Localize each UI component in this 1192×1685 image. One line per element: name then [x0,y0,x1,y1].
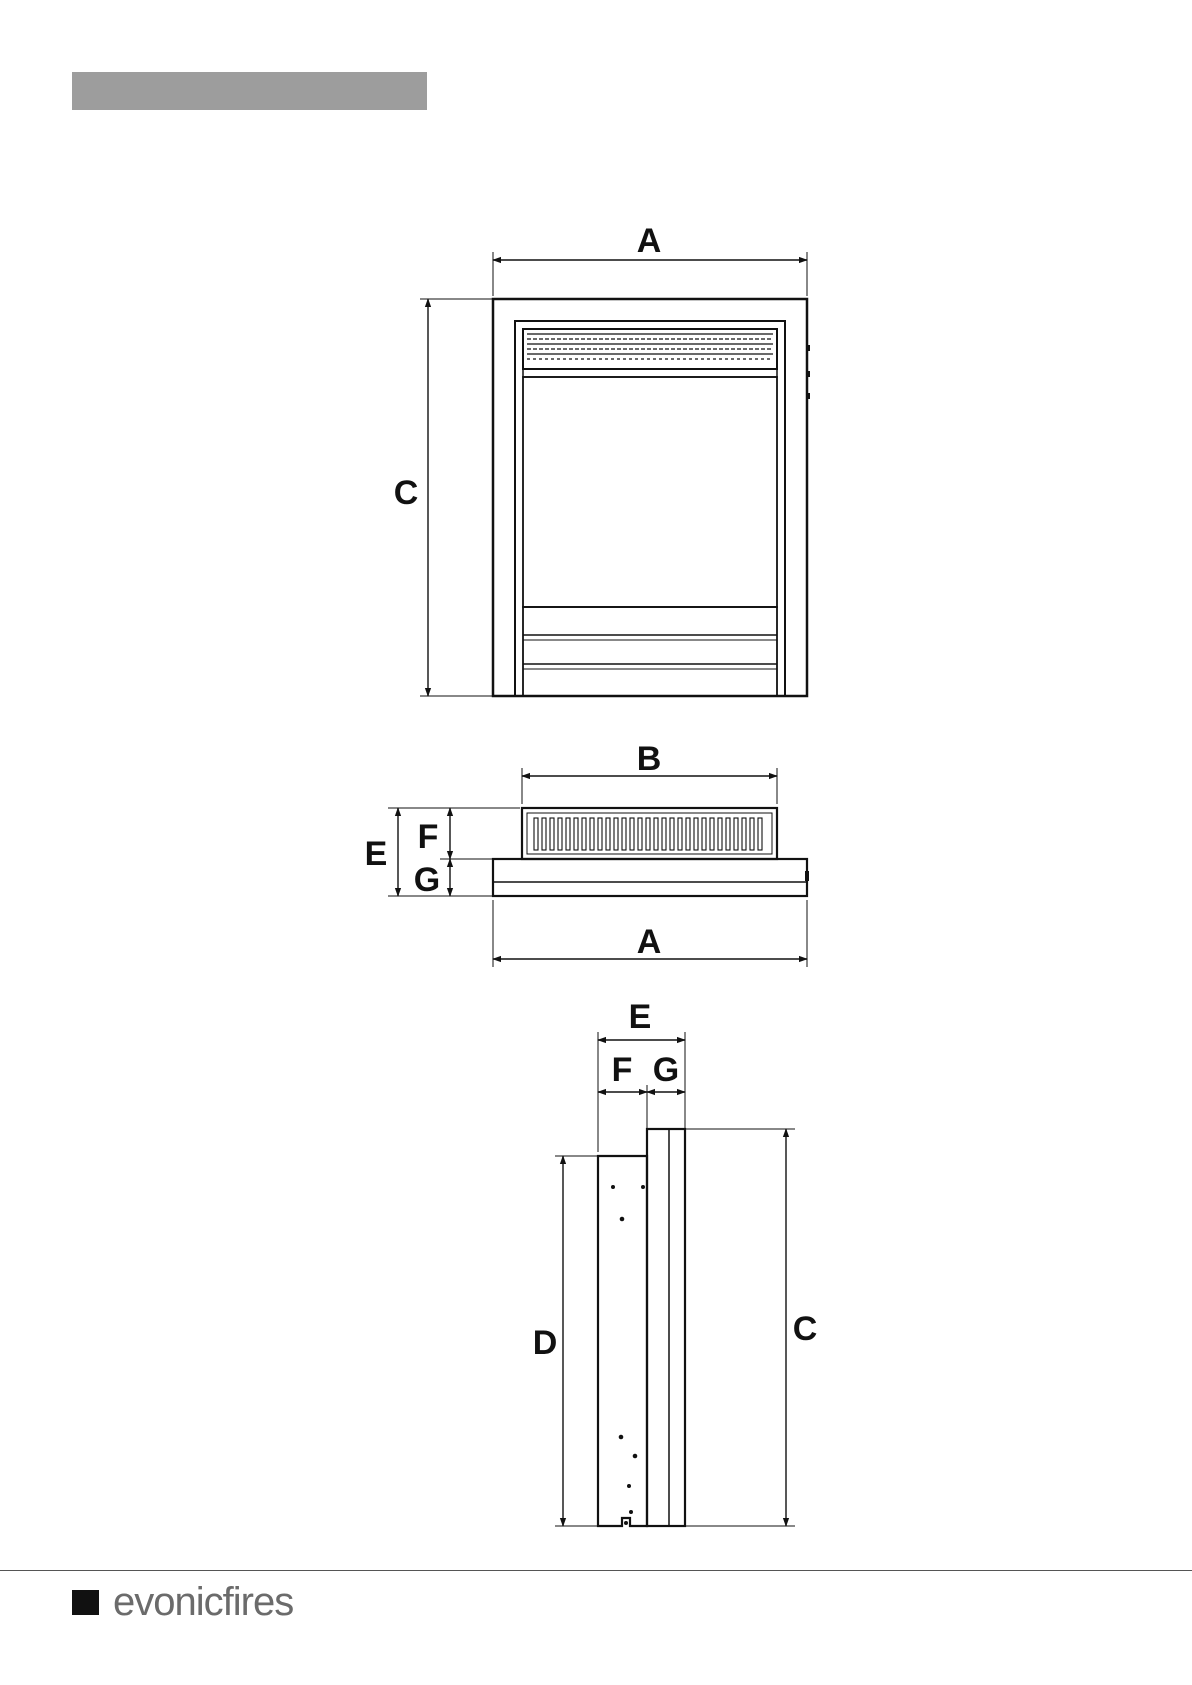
top-label-f: F [418,818,439,856]
top-front-frame [493,859,807,896]
front-vent-slats [527,334,773,359]
top-view [388,768,809,967]
front-view [420,252,810,696]
brand-name: evonicfires [113,1582,293,1622]
brand-logo: evonicfires [72,1582,293,1622]
side-label-c: C [793,1310,818,1348]
top-label-e: E [365,835,388,873]
side-label-f: F [612,1051,633,1089]
side-label-g: G [653,1051,679,1089]
side-label-e: E [629,998,652,1036]
side-body [598,1156,647,1526]
top-label-b: B [637,740,662,778]
front-bottom-trim [523,607,777,696]
side-view [555,1032,795,1526]
footer-divider [0,1570,1192,1571]
side-screw-holes [611,1185,645,1525]
top-vent-slots [534,818,762,850]
side-label-d: D [533,1324,558,1362]
front-glass-panel [523,377,777,607]
black-square-icon [72,1590,99,1615]
top-label-a: A [637,923,662,961]
side-frame [647,1129,685,1526]
front-label-c: C [394,474,419,512]
top-label-g: G [414,861,440,899]
front-label-a: A [637,222,662,260]
